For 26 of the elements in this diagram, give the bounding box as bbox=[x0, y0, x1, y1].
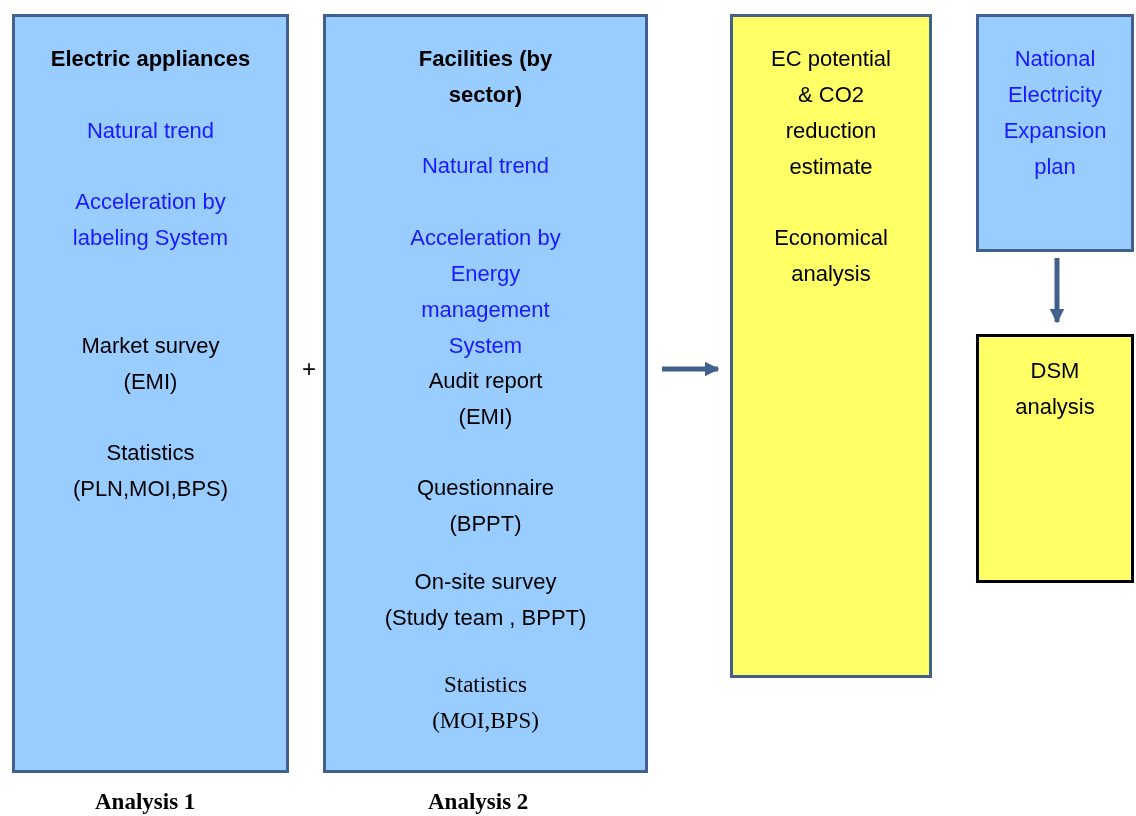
process-box bbox=[976, 14, 1134, 252]
box-text: Natural trend bbox=[85, 117, 216, 145]
box-heading: Facilities (by sector) bbox=[417, 45, 554, 109]
process-box bbox=[12, 14, 289, 773]
box-text: Questionnaire (BPPT) bbox=[416, 474, 555, 538]
box-heading: Electric appliances bbox=[49, 45, 252, 73]
process-box bbox=[976, 334, 1134, 583]
arrow bbox=[1049, 258, 1065, 324]
box-text: Audit report (EMI) bbox=[427, 367, 544, 431]
box-text: Statistics (MOI,BPS) bbox=[431, 671, 540, 735]
box-text: Economical analysis bbox=[773, 224, 889, 288]
box-text: Market survey (EMI) bbox=[80, 332, 221, 396]
arrow bbox=[662, 361, 720, 377]
box-text: Acceleration by labeling System bbox=[71, 188, 230, 252]
box-text: Statistics (PLN,MOI,BPS) bbox=[71, 439, 230, 503]
box-text: EC potential & CO2 reduction estimate bbox=[770, 45, 892, 181]
box-text: On-site survey (Study team , BPPT) bbox=[383, 568, 588, 632]
box-text: Acceleration by Energy management System bbox=[409, 224, 562, 360]
process-box bbox=[323, 14, 648, 773]
box-text: Natural trend bbox=[420, 152, 551, 180]
box-heading: National Electricity Expansion plan bbox=[1002, 45, 1108, 181]
box-text: DSM analysis bbox=[1014, 357, 1096, 421]
node-label: Analysis 1 bbox=[95, 789, 196, 815]
node-label: Analysis 2 bbox=[428, 789, 529, 815]
plus-sign: + bbox=[302, 355, 316, 383]
process-box bbox=[730, 14, 932, 678]
